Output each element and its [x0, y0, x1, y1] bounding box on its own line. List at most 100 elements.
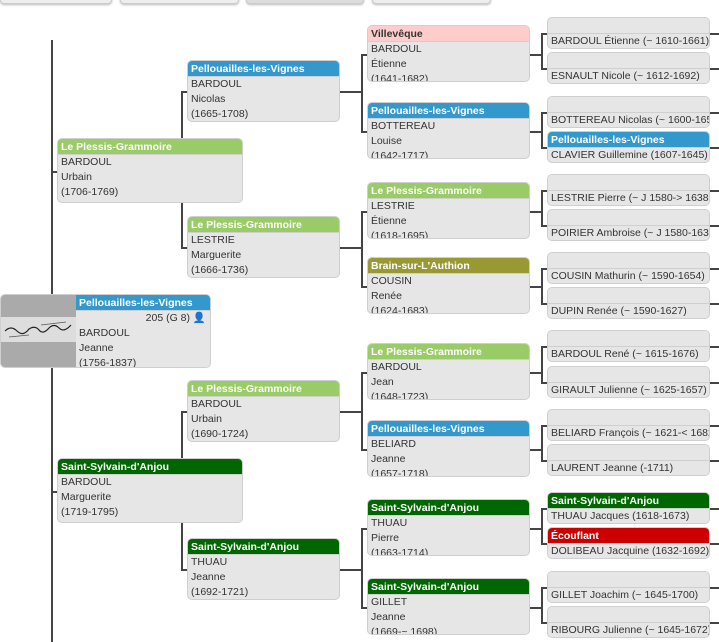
- ancestor-card[interactable]: BELIARD François (~ 1621-< 1682): [547, 409, 710, 441]
- ancestor-name: BARDOUL René (~ 1615-1676): [551, 348, 699, 360]
- connector-line: [541, 303, 547, 305]
- connector-line: [710, 382, 719, 384]
- place-header: [548, 175, 709, 191]
- place-header: Saint-Sylvain-d'Anjou: [368, 579, 529, 595]
- given-name: Jeanne: [371, 453, 406, 465]
- ancestor-card[interactable]: ESNAULT Nicole (~ 1612-1692): [547, 52, 710, 84]
- given-name: Jeanne: [371, 611, 406, 623]
- life-dates: (1663-1714): [371, 547, 429, 556]
- connector-line: [340, 569, 361, 571]
- surname: BARDOUL: [191, 78, 242, 90]
- place-header: Le Plessis-Grammoire: [368, 183, 529, 199]
- connector-line: [541, 622, 547, 624]
- ancestor-card[interactable]: BARDOUL Étienne (~ 1610-1661): [547, 17, 710, 49]
- root-place-header: Pellouailles-les-Vignes: [76, 295, 210, 311]
- surname: THUAU: [371, 517, 408, 529]
- surname: BARDOUL: [79, 327, 130, 339]
- ancestor-card[interactable]: GIRAULT Julienne (~ 1625-1657): [547, 366, 710, 398]
- given-name: Jean: [371, 376, 394, 388]
- connector-line: [541, 33, 543, 68]
- given-name: Urbain: [61, 171, 92, 183]
- connector-line: [361, 528, 363, 607]
- surname: BARDOUL: [61, 476, 112, 488]
- surname: BELIARD: [371, 438, 416, 450]
- place-header: [548, 572, 709, 588]
- place-header: [548, 367, 709, 383]
- ancestor-name: LESTRIE Pierre (~ J 1580-> 1638): [551, 192, 710, 204]
- connector-line: [710, 112, 719, 114]
- connector-line: [541, 346, 543, 382]
- connector-line: [340, 247, 361, 249]
- ancestor-card[interactable]: LESTRIE Pierre (~ J 1580-> 1638): [547, 174, 710, 206]
- ancestor-card[interactable]: BARDOUL René (~ 1615-1676): [547, 330, 710, 362]
- connector-line: [541, 543, 547, 545]
- ancestor-name: DOLIBEAU Jacquine (1632-1692): [551, 545, 710, 557]
- connector-line: [710, 622, 719, 624]
- place-header: [548, 445, 709, 461]
- connector-line: [530, 211, 541, 213]
- ancestor-card[interactable]: DUPIN Renée (~ 1590-1627): [547, 287, 710, 319]
- connector-line: [541, 33, 547, 35]
- ancestor-card[interactable]: GILLET Joachim (~ 1645-1700): [547, 571, 710, 603]
- ancestor-name: CLAVIER Guillemine (1607-1645): [551, 149, 708, 161]
- connector-line: [340, 91, 361, 93]
- connector-line: [541, 508, 547, 510]
- place-header: [548, 253, 709, 269]
- connector-line: [710, 303, 719, 305]
- connector-line: [710, 190, 719, 192]
- connector-line: [51, 367, 53, 642]
- toolbar-button-2[interactable]: [120, 0, 239, 4]
- place-header: Le Plessis-Grammoire: [188, 217, 339, 233]
- connector-line: [710, 268, 719, 270]
- connector-line: [541, 68, 547, 70]
- surname: THUAU: [191, 556, 228, 568]
- life-dates: (1756-1837): [79, 357, 137, 368]
- toolbar-button-3[interactable]: [246, 0, 364, 4]
- connector-line: [541, 147, 547, 149]
- ancestor-card[interactable]: BOTTEREAU Nicolas (~ 1600-1650): [547, 96, 710, 128]
- place-header: [548, 410, 709, 426]
- connector-line: [361, 607, 367, 609]
- given-name: Marguerite: [191, 249, 242, 261]
- place-header: Saint-Sylvain-d'Anjou: [548, 493, 709, 509]
- female-person-icon[interactable]: 👤: [192, 312, 206, 324]
- connector-line: [541, 268, 543, 303]
- life-dates: (1719-1795): [61, 506, 119, 518]
- place-header: [548, 18, 709, 34]
- connector-line: [710, 33, 719, 35]
- connector-line: [710, 346, 719, 348]
- place-header: Pellouailles-les-Vignes: [548, 132, 709, 148]
- root-person-card[interactable]: Pellouailles-les-Vignes 205 (G 8) 👤 BARD…: [0, 294, 211, 368]
- connector-line: [541, 190, 543, 225]
- life-dates: (1657-1718): [371, 468, 429, 477]
- connector-line: [710, 425, 719, 427]
- ancestor-card[interactable]: LAURENT Jeanne (-1711): [547, 444, 710, 476]
- connector-line: [710, 460, 719, 462]
- toolbar-button-4[interactable]: [372, 0, 491, 4]
- toolbar-button-1[interactable]: [0, 0, 112, 4]
- place-header: [548, 53, 709, 69]
- ancestor-card[interactable]: POIRIER Ambroise (~ J 1580-1639): [547, 209, 710, 241]
- ancestor-name: LAURENT Jeanne (-1711): [551, 462, 674, 474]
- ancestor-name: BARDOUL Étienne (~ 1610-1661): [551, 35, 710, 47]
- ancestor-card[interactable]: RIBOURG Julienne (~ 1645-1672): [547, 606, 710, 638]
- ancestor-card[interactable]: COUSIN Mathurin (~ 1590-1654): [547, 252, 710, 284]
- connector-line: [51, 171, 57, 173]
